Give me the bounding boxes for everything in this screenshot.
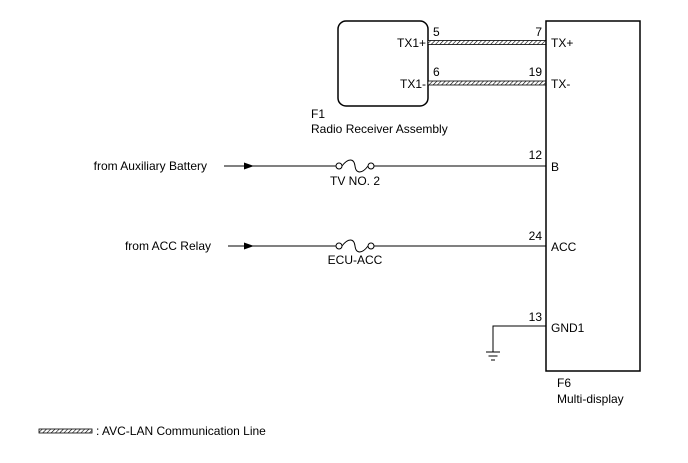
multi-display-box <box>545 20 641 372</box>
fuse-terminal-right-tv-no2 <box>367 162 375 170</box>
display-pin-label-tx-minus: TX- <box>551 77 570 91</box>
wire-ground <box>492 325 546 352</box>
radio-component-name: Radio Receiver Assembly <box>311 122 448 136</box>
arrow-head-battery <box>244 162 254 170</box>
display-component-name: Multi-display <box>557 392 624 406</box>
ground-symbol-icon <box>486 351 500 361</box>
fuse-label-ecu-acc: ECU-ACC <box>328 253 383 267</box>
radio-pin-label-tx1-minus: TX1- <box>400 77 426 91</box>
avc-lan-line-tx-plus <box>427 40 547 45</box>
radio-pin-number-6: 6 <box>433 65 440 79</box>
display-pin-number-13: 13 <box>529 310 543 324</box>
display-pin-number-7: 7 <box>535 25 542 39</box>
radio-connector-code: F1 <box>311 107 325 121</box>
fuse-terminal-left-ecu-acc <box>335 242 343 250</box>
fuse-label-tv-no2: TV NO. 2 <box>330 174 380 188</box>
radio-pin-label-tx1-plus: TX1+ <box>397 36 426 50</box>
radio-pin-number-5: 5 <box>433 25 440 39</box>
display-connector-code: F6 <box>557 376 571 390</box>
fuse-terminal-right-ecu-acc <box>367 242 375 250</box>
display-pin-label-b: B <box>551 160 559 174</box>
fuse-tv-no2-symbol <box>341 159 369 173</box>
avc-lan-line-tx-minus <box>427 80 547 86</box>
display-pin-label-tx-plus: TX+ <box>551 36 573 50</box>
source-label-auxiliary-battery: from Auxiliary Battery <box>94 159 207 173</box>
display-pin-number-19: 19 <box>529 65 543 79</box>
legend-hatch-swatch <box>38 428 93 434</box>
fuse-terminal-left-tv-no2 <box>335 162 343 170</box>
fuse-ecu-acc-symbol <box>341 239 369 253</box>
radio-receiver-box <box>337 20 429 107</box>
display-pin-label-acc: ACC <box>551 240 577 254</box>
source-label-acc-relay: from ACC Relay <box>125 239 211 253</box>
legend-text: : AVC-LAN Communication Line <box>96 424 266 438</box>
display-pin-number-12: 12 <box>529 148 543 162</box>
display-pin-label-gnd1: GND1 <box>551 321 585 335</box>
arrow-head-acc <box>244 242 254 250</box>
display-pin-number-24: 24 <box>529 229 543 243</box>
